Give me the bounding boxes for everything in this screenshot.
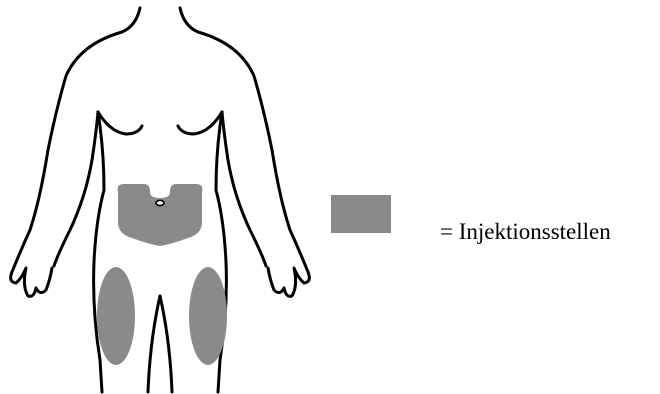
legend-swatch: [331, 195, 391, 233]
left-arm-inner: [54, 112, 98, 266]
neck-left: [122, 8, 140, 32]
left-thigh-injection-site: [97, 267, 135, 365]
abdomen-injection-site: [118, 184, 203, 246]
legend-label: = Injektionsstellen: [440, 218, 611, 246]
injection-sites: [97, 184, 227, 365]
left-arm-outer: [11, 32, 122, 296]
right-arm-inner: [222, 112, 266, 266]
right-chest-line: [178, 112, 222, 134]
right-arm-outer: [198, 32, 309, 296]
right-leg-inner: [160, 296, 172, 392]
left-chest-line: [98, 112, 142, 134]
neck-right: [180, 8, 198, 32]
navel: [156, 200, 164, 205]
left-leg-inner: [148, 296, 160, 392]
right-thigh-injection-site: [189, 267, 227, 365]
